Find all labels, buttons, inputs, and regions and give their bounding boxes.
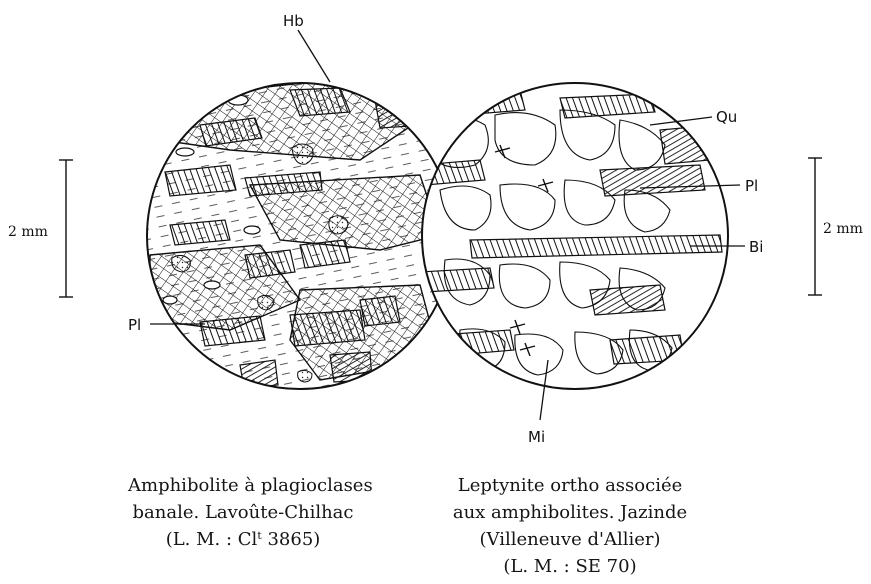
scale-bar-right — [808, 158, 822, 295]
label-bi: Bi — [749, 238, 763, 256]
caption-right-line3: (Villeneuve d'Allier) — [450, 526, 690, 553]
scale-label-right: 2 mm — [823, 221, 863, 237]
caption-right-line4: (L. M. : SE 70) — [450, 553, 690, 580]
caption-right: Leptynite ortho associée aux amphibolite… — [450, 472, 690, 580]
leptynite-thin-section — [415, 80, 735, 400]
label-qu: Qu — [716, 108, 737, 126]
caption-right-line1: Leptynite ortho associée — [450, 472, 690, 499]
caption-left: Amphibolite à plagioclases banale. Lavoû… — [128, 472, 358, 553]
caption-right-line2: aux amphibolites. Jazinde — [450, 499, 690, 526]
caption-left-line2: banale. Lavoûte-Chilhac — [128, 499, 358, 526]
scale-bar-left — [59, 160, 73, 297]
label-pl-left: Pl — [128, 316, 141, 334]
label-pl-right: Pl — [745, 177, 758, 195]
caption-left-line1: Amphibolite à plagioclases — [128, 472, 358, 499]
scale-label-left: 2 mm — [8, 224, 48, 240]
label-hb: Hb — [283, 12, 304, 30]
amphibolite-thin-section — [140, 80, 460, 400]
label-mi: Mi — [528, 428, 545, 446]
caption-left-line3: (L. M. : Clᵗ 3865) — [128, 526, 358, 553]
